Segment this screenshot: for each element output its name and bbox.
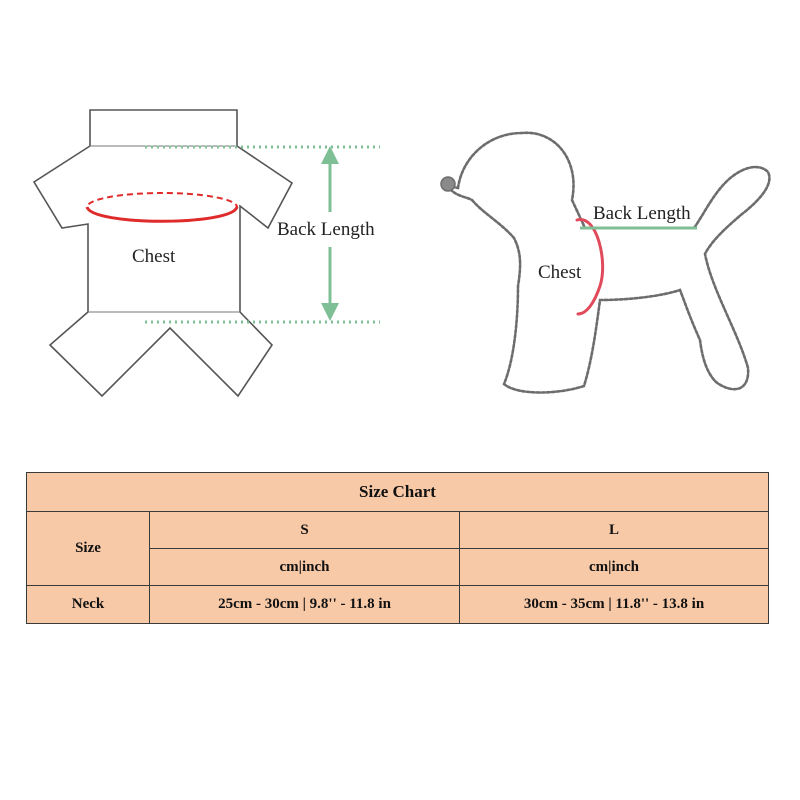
shirt-chest-label: Chest (132, 246, 176, 267)
dog-back-length-label: Back Length (593, 203, 691, 224)
size-chart-title: Size Chart (25, 472, 770, 512)
shirt-outline (32, 109, 294, 398)
dog-chest-label: Chest (538, 262, 582, 283)
neck-label: Neck (26, 585, 150, 624)
dog-shirt-diagram: Chest Back Length (32, 109, 380, 398)
size-chart-table: Size Chart Size S L cm|inch cm|inch Neck… (25, 472, 770, 624)
size-s-header: S (149, 511, 460, 549)
neck-s-value: 25cm - 30cm | 9.8'' - 11.8 in (149, 585, 460, 624)
size-l-header: L (458, 511, 770, 549)
shirt-back-length-label: Back Length (277, 219, 375, 240)
chest-line-front (85, 206, 239, 223)
measurement-illustrations: Chest Back Length Chest Back Length (32, 109, 771, 398)
dog-chest-line (575, 218, 605, 316)
dog-silhouette-diagram: Chest Back Length (440, 131, 771, 394)
neck-l-value: 30cm - 35cm | 11.8'' - 13.8 in (458, 585, 770, 624)
size-row-header: Size (26, 511, 150, 586)
dog-outline (445, 131, 771, 394)
table-row: Neck 25cm - 30cm | 9.8'' - 11.8 in 30cm … (26, 585, 770, 624)
unit-s-header: cm|inch (149, 548, 460, 586)
dog-nose (440, 176, 456, 192)
unit-l-header: cm|inch (458, 548, 770, 586)
